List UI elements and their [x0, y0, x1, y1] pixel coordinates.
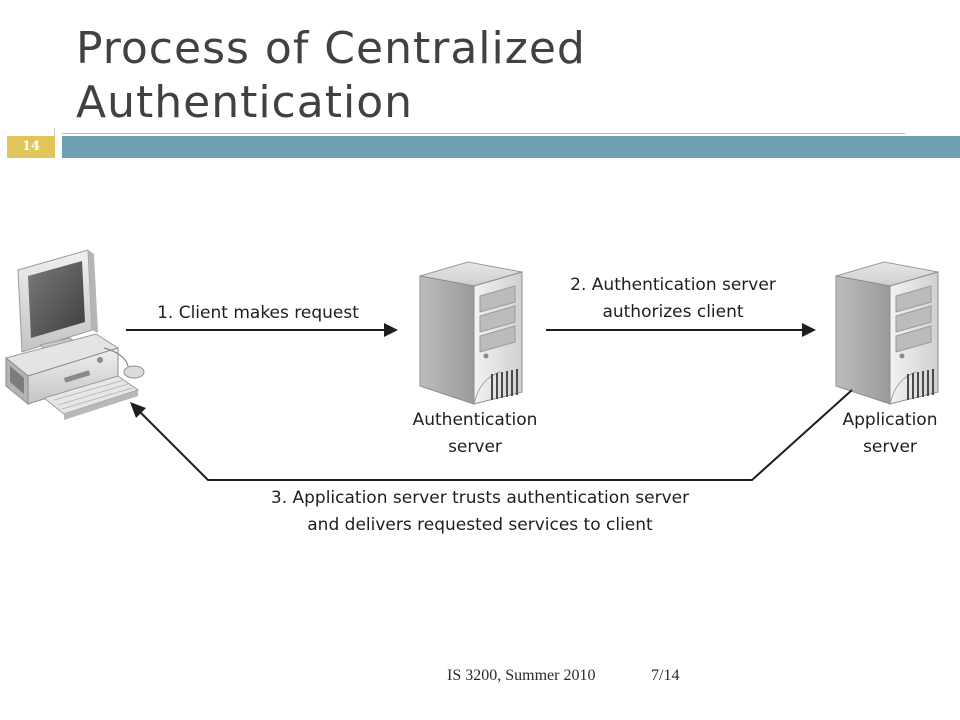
authentication-server-icon — [419, 261, 523, 405]
client-computer-icon — [4, 249, 145, 420]
slide-title-line-2: Authentication — [76, 77, 413, 128]
footer-course-info: IS 3200, Summer 2010 — [447, 667, 596, 684]
step-2-label-line-2: authorizes client — [602, 302, 743, 322]
title-divider — [62, 133, 905, 134]
app-server-label-line-2: server — [863, 437, 917, 457]
arrow-client-to-auth-server — [126, 323, 398, 337]
badge-tick-divider — [54, 128, 55, 136]
application-server-icon — [835, 261, 939, 405]
step-3-label-line-2: and delivers requested services to clien… — [307, 515, 653, 535]
step-3-label-line-1: 3. Application server trusts authenticat… — [271, 488, 689, 508]
footer-page-counter: 7/14 — [651, 667, 680, 684]
header-bar — [62, 136, 960, 158]
app-server-label-line-1: Application — [843, 410, 938, 430]
slide-title: Process of Centralized Authentication — [76, 22, 936, 130]
step-1-label: 1. Client makes request — [157, 303, 359, 323]
arrow-application-server-to-client — [130, 389, 853, 481]
step-2-label-line-1: 2. Authentication server — [570, 275, 776, 295]
slide-number-badge: 14 — [7, 136, 55, 158]
auth-server-label-line-1: Authentication — [413, 410, 538, 430]
auth-server-label-line-2: server — [448, 437, 502, 457]
slide-title-line-1: Process of Centralized — [76, 23, 586, 74]
arrow-auth-to-application-server — [546, 323, 816, 337]
